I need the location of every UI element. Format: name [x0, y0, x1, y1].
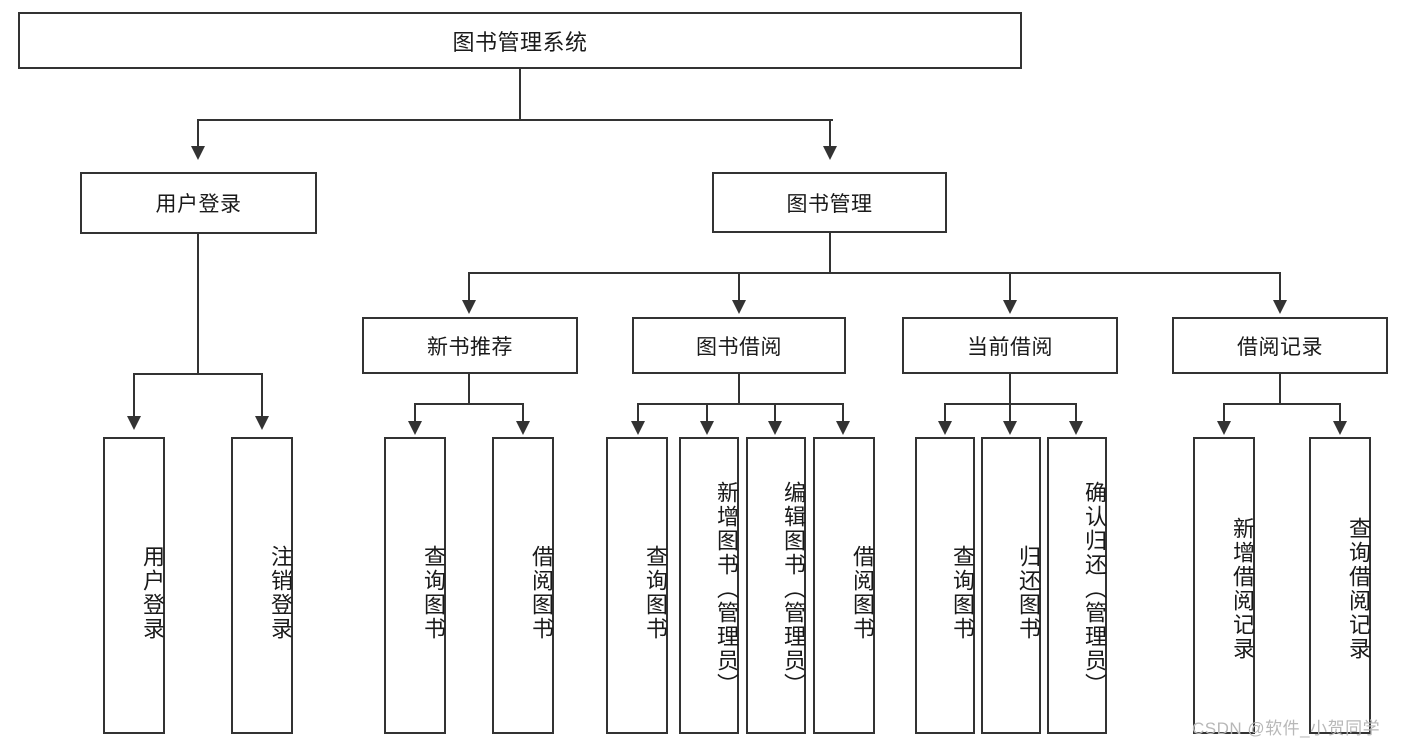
node-new-book-recommend[interactable]: 新书推荐	[362, 317, 578, 374]
arrowhead-borrow-record-to-leaf-2	[1333, 421, 1347, 435]
edge-user-login-to-leaf-1	[133, 373, 135, 418]
arrowhead-new-book-to-leaf-2	[516, 421, 530, 435]
edge-current-borrow-to-leaf-3	[1075, 403, 1077, 423]
leaf-user-login[interactable]: 用户登录	[103, 437, 165, 734]
edge-book-mgmt-to-new-book	[468, 272, 470, 302]
edge-root-stem	[519, 69, 521, 120]
node-root-library-system[interactable]: 图书管理系统	[18, 12, 1022, 69]
arrowhead-new-book-to-leaf-1	[408, 421, 422, 435]
edge-user-login-to-leaf-2	[261, 373, 263, 418]
node-current-borrow[interactable]: 当前借阅	[902, 317, 1118, 374]
edge-borrow-record-to-leaf-2	[1339, 403, 1341, 423]
leaf-return-book[interactable]: 归还图书	[981, 437, 1041, 734]
edge-book-borrow-bus	[637, 403, 844, 405]
edge-current-borrow-to-leaf-1	[944, 403, 946, 423]
arrowhead-book-borrow-to-leaf-4	[836, 421, 850, 435]
arrowhead-user-login-to-leaf-1	[127, 416, 141, 430]
edge-borrow-record-to-leaf-1	[1223, 403, 1225, 423]
edge-book-mgmt-bus	[468, 272, 1281, 274]
edge-new-book-bus	[414, 403, 524, 405]
leaf-borrow-book[interactable]: 借阅图书	[813, 437, 875, 734]
edge-book-borrow-to-leaf-2	[706, 403, 708, 423]
edge-book-mgmt-stem	[829, 233, 831, 273]
edge-current-borrow-to-leaf-2	[1009, 403, 1011, 423]
csdn-watermark: CSDN @软件_小贺同学	[1192, 719, 1381, 738]
leaf-query-borrow-record[interactable]: 查询借阅记录	[1309, 437, 1371, 734]
edge-book-mgmt-to-record	[1279, 272, 1281, 302]
edge-user-login-bus	[133, 373, 263, 375]
arrowhead-borrow-record-to-leaf-1	[1217, 421, 1231, 435]
edge-new-book-to-leaf-2	[522, 403, 524, 423]
arrowhead-current-borrow-to-leaf-3	[1069, 421, 1083, 435]
edge-root-to-user-login	[197, 119, 199, 148]
leaf-borrow-book-recommend[interactable]: 借阅图书	[492, 437, 554, 734]
arrowhead-book-mgmt-to-current	[1003, 300, 1017, 314]
arrowhead-user-login-to-leaf-2	[255, 416, 269, 430]
arrowhead-book-borrow-to-leaf-3	[768, 421, 782, 435]
edge-root-to-book-mgmt	[829, 119, 831, 148]
leaf-query-book-current[interactable]: 查询图书	[915, 437, 975, 734]
edge-book-borrow-to-leaf-3	[774, 403, 776, 423]
edge-borrow-record-bus	[1223, 403, 1341, 405]
leaf-query-book-borrow[interactable]: 查询图书	[606, 437, 668, 734]
edge-book-mgmt-to-borrow	[738, 272, 740, 302]
edge-book-mgmt-to-current	[1009, 272, 1011, 302]
edge-book-borrow-to-leaf-4	[842, 403, 844, 423]
leaf-query-book-recommend[interactable]: 查询图书	[384, 437, 446, 734]
arrowhead-root-to-user-login	[191, 146, 205, 160]
edge-new-book-to-leaf-1	[414, 403, 416, 423]
node-book-borrow[interactable]: 图书借阅	[632, 317, 846, 374]
edge-user-login-stem	[197, 234, 199, 374]
edge-root-bus	[197, 119, 833, 121]
arrowhead-book-mgmt-to-new-book	[462, 300, 476, 314]
arrowhead-book-mgmt-to-record	[1273, 300, 1287, 314]
arrowhead-book-borrow-to-leaf-1	[631, 421, 645, 435]
leaf-confirm-return-admin[interactable]: 确认归还（管理员）	[1047, 437, 1107, 734]
node-user-login[interactable]: 用户登录	[80, 172, 317, 234]
arrowhead-book-borrow-to-leaf-2	[700, 421, 714, 435]
leaf-logout[interactable]: 注销登录	[231, 437, 293, 734]
arrowhead-current-borrow-to-leaf-2	[1003, 421, 1017, 435]
arrowhead-root-to-book-mgmt	[823, 146, 837, 160]
arrowhead-current-borrow-to-leaf-1	[938, 421, 952, 435]
leaf-add-book-admin[interactable]: 新增图书（管理员）	[679, 437, 739, 734]
node-book-management[interactable]: 图书管理	[712, 172, 947, 233]
node-borrow-record[interactable]: 借阅记录	[1172, 317, 1388, 374]
edge-borrow-record-stem	[1279, 374, 1281, 404]
arrowhead-book-mgmt-to-borrow	[732, 300, 746, 314]
edge-new-book-stem	[468, 374, 470, 404]
edge-book-borrow-stem	[738, 374, 740, 404]
leaf-edit-book-admin[interactable]: 编辑图书（管理员）	[746, 437, 806, 734]
leaf-add-borrow-record[interactable]: 新增借阅记录	[1193, 437, 1255, 734]
edge-book-borrow-to-leaf-1	[637, 403, 639, 423]
edge-current-borrow-stem	[1009, 374, 1011, 404]
